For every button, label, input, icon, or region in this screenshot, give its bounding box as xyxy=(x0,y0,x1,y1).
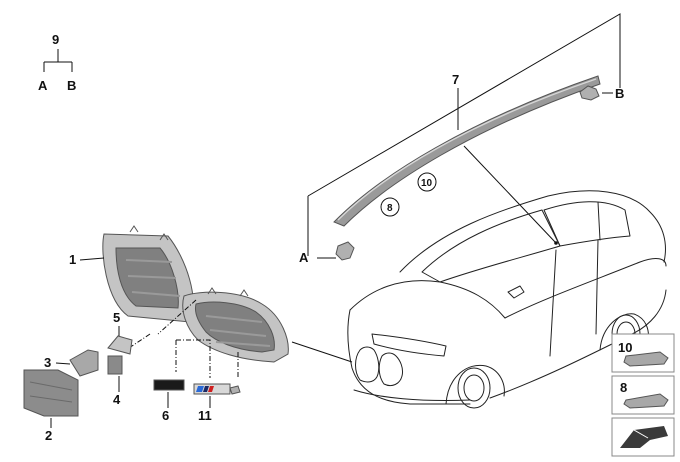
legend-box-8: 8 xyxy=(611,375,675,415)
car-side-window xyxy=(543,201,631,247)
part-11-stripe-red xyxy=(208,386,214,392)
car-rear-arch xyxy=(599,313,649,351)
callout-7: 7 xyxy=(452,72,459,87)
part-11-clip xyxy=(229,385,241,395)
part-5: 5 xyxy=(107,310,133,355)
tree-9-label-b: B xyxy=(67,78,76,93)
car-roofline xyxy=(399,190,666,273)
clip-a-icon xyxy=(335,241,355,261)
callout-5: 5 xyxy=(113,310,120,325)
car-outline xyxy=(347,190,667,409)
clip-8-icon xyxy=(623,393,669,409)
part-2: 2 xyxy=(23,369,79,443)
clip-10-icon xyxy=(623,351,669,367)
circle-8 xyxy=(380,197,400,217)
callout-11: 11 xyxy=(198,408,212,423)
car-door-line-1 xyxy=(549,249,557,357)
part-2-ribs xyxy=(29,381,73,403)
grille-right-slats xyxy=(205,315,271,347)
leader-1 xyxy=(79,257,105,261)
trim-bracket xyxy=(307,13,621,259)
car-headlight xyxy=(371,333,447,357)
grille-right-opening xyxy=(195,301,275,353)
trim-strip-body xyxy=(333,75,601,227)
kidney-grille-1: 1 xyxy=(69,225,289,363)
grille-tabs xyxy=(129,225,249,297)
tree-9-lines xyxy=(43,49,73,72)
bracket-line xyxy=(307,13,621,197)
part-5-shape xyxy=(107,335,133,355)
tree-9-label-a: A xyxy=(38,78,48,93)
callout-6: 6 xyxy=(162,408,169,423)
car-beltline xyxy=(504,258,667,319)
part-11: 11 xyxy=(193,383,241,423)
part-3: 3 xyxy=(44,349,99,377)
car-hood xyxy=(349,280,506,319)
leader-7-dot xyxy=(554,241,558,245)
car-window-pillar xyxy=(597,201,601,241)
part-11-stripe-navy xyxy=(203,386,209,392)
trim-strip-highlight xyxy=(337,78,597,221)
part-6: 6 xyxy=(153,379,185,423)
wedge-arrow-icon xyxy=(620,426,668,448)
callout-10-circled: 10 xyxy=(421,178,433,189)
leader-grille-car xyxy=(291,341,353,363)
callout-1: 1 xyxy=(69,252,76,267)
leader-3 xyxy=(55,362,71,365)
car-grille-left xyxy=(355,346,380,383)
callout-4: 4 xyxy=(113,392,121,407)
clip-b-icon xyxy=(579,85,600,101)
callout-2: 2 xyxy=(45,428,52,443)
part-4-shape xyxy=(107,355,123,375)
trim-strip-7: A B 7 10 8 xyxy=(299,72,624,265)
callout-9: 9 xyxy=(52,32,59,47)
car-bumper xyxy=(353,389,471,402)
car-grille-right xyxy=(378,352,403,387)
legend-box-10: 10 xyxy=(611,333,675,373)
legend-box-arrow xyxy=(611,417,675,457)
circle-10 xyxy=(417,172,437,192)
legend-10-number: 10 xyxy=(618,340,632,355)
trim-end-a: A xyxy=(299,250,309,265)
car-front-rim xyxy=(463,374,485,402)
grille-left-opening xyxy=(115,247,179,309)
car-front-fascia xyxy=(347,309,471,405)
callout-3: 3 xyxy=(44,355,51,370)
assembly-line-5 xyxy=(157,299,197,335)
car-front-wheel xyxy=(457,367,491,409)
part-6-shape xyxy=(153,379,185,391)
wedge-arrow-highlight xyxy=(633,429,649,439)
tree-9: 9 A B xyxy=(38,32,76,93)
car-front-arch xyxy=(445,364,505,405)
leader-7-car xyxy=(463,145,557,244)
car-door-line-2 xyxy=(595,239,599,335)
car-windshield xyxy=(421,209,561,283)
part-3-shape xyxy=(69,349,99,377)
callout-8-circled: 8 xyxy=(387,203,393,214)
grille-left-slats xyxy=(125,259,181,297)
part-2-shape xyxy=(23,369,79,417)
part-11-stripe-blue xyxy=(196,386,204,392)
car-mirror xyxy=(507,285,525,299)
assembly-line-11 xyxy=(176,339,211,378)
legend-8-number: 8 xyxy=(620,380,627,395)
part-4: 4 xyxy=(107,355,123,407)
trim-end-b: B xyxy=(615,86,624,101)
